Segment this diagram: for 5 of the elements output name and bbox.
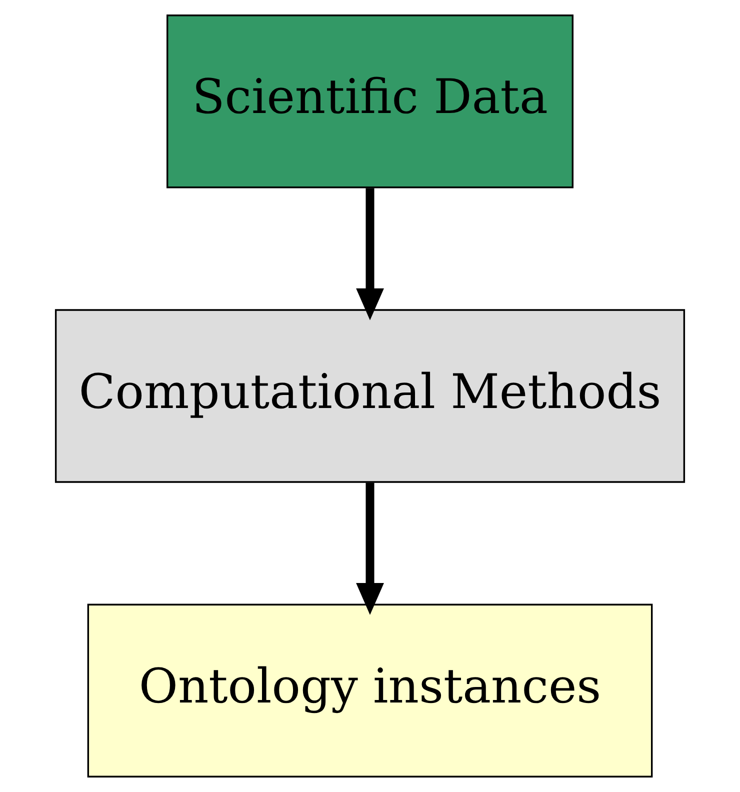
arrow [356, 482, 384, 615]
node-box: Computational Methods [54, 309, 686, 483]
node-box: Ontology instances [87, 604, 653, 778]
node-box: Scientific Data [166, 14, 574, 188]
arrow [356, 188, 384, 320]
